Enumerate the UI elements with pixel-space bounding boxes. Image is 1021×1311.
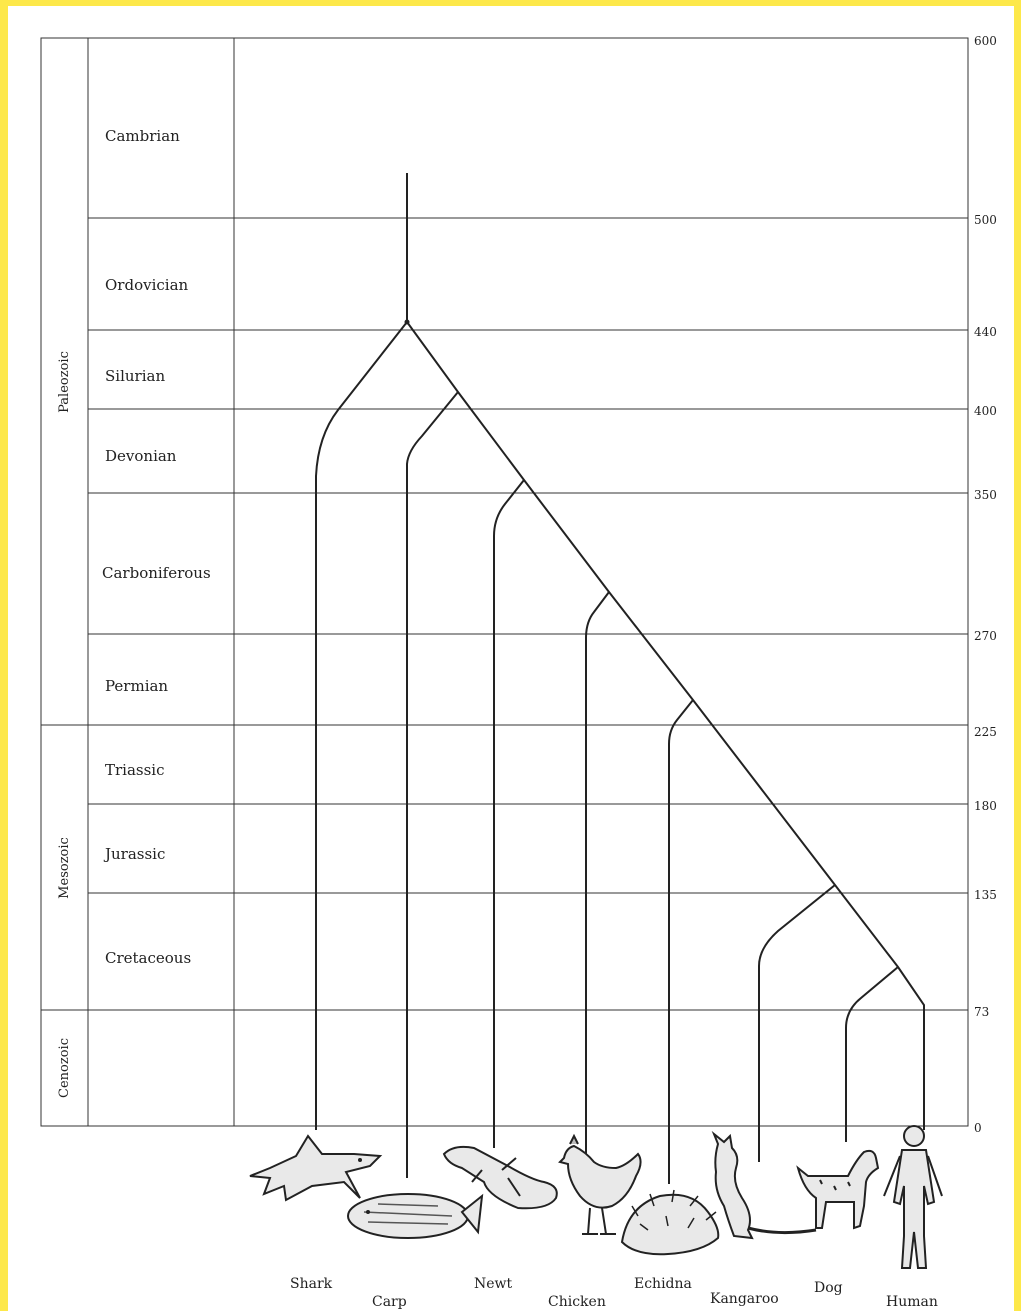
tick-label-135: 135 bbox=[974, 888, 997, 902]
species-label-chicken: Chicken bbox=[548, 1294, 606, 1310]
tick-label-500: 500 bbox=[974, 213, 997, 227]
species-label-echidna: Echidna bbox=[634, 1276, 692, 1292]
period-label-silurian: Silurian bbox=[105, 367, 165, 385]
species-label-carp: Carp bbox=[372, 1294, 407, 1310]
carp-icon bbox=[347, 1193, 484, 1239]
tick-label-270: 270 bbox=[974, 629, 997, 643]
period-label-permian: Permian bbox=[105, 677, 168, 695]
period-label-triassic: Triassic bbox=[105, 761, 165, 779]
species-label-newt: Newt bbox=[474, 1276, 513, 1292]
tick-label-0: 0 bbox=[974, 1121, 982, 1135]
period-label-carboniferous: Carboniferous bbox=[102, 564, 211, 582]
human-icon bbox=[883, 1125, 943, 1269]
dog-icon bbox=[796, 1149, 880, 1230]
chicken-lineage bbox=[585, 591, 610, 1154]
shark-carp-node bbox=[404, 319, 410, 325]
phylogenetic-tree bbox=[315, 173, 925, 1184]
newt-lineage bbox=[493, 479, 525, 1148]
echidna-lineage bbox=[668, 699, 694, 1184]
echidna-icon bbox=[620, 1189, 720, 1256]
frame bbox=[40, 37, 969, 1127]
phylogeny-diagram: Paleozoic Mesozoic Cenozoic Cambrian Ord… bbox=[40, 34, 997, 1310]
dog-lineage bbox=[845, 966, 899, 1142]
chicken-icon bbox=[558, 1133, 642, 1235]
phylogeny-figure: Paleozoic Mesozoic Cenozoic Cambrian Ord… bbox=[8, 6, 1014, 1311]
tick-label-180: 180 bbox=[974, 799, 997, 813]
kangaroo-lineage bbox=[758, 884, 836, 1162]
carp-lineage bbox=[406, 391, 459, 1178]
shark-lineage bbox=[315, 321, 408, 1130]
period-label-cretaceous: Cretaceous bbox=[105, 949, 191, 967]
period-label-devonian: Devonian bbox=[105, 447, 177, 465]
period-label-ordovician: Ordovician bbox=[105, 276, 189, 294]
tick-label-400: 400 bbox=[974, 404, 997, 418]
human-lineage bbox=[406, 321, 925, 1130]
tick-label-225: 225 bbox=[974, 725, 997, 739]
species-label-shark: Shark bbox=[290, 1276, 333, 1292]
tick-label-350: 350 bbox=[974, 488, 997, 502]
species-label-human: Human bbox=[886, 1294, 938, 1310]
kangaroo-icon bbox=[711, 1130, 817, 1240]
tick-label-73: 73 bbox=[974, 1005, 989, 1019]
period-label-cambrian: Cambrian bbox=[105, 127, 180, 145]
newt-icon bbox=[442, 1145, 558, 1210]
era-label-cenozoic: Cenozoic bbox=[57, 1038, 72, 1098]
species-label-dog: Dog bbox=[814, 1280, 843, 1296]
tick-label-600: 600 bbox=[974, 34, 997, 48]
era-label-mesozoic: Mesozoic bbox=[57, 837, 72, 899]
era-label-paleozoic: Paleozoic bbox=[57, 351, 72, 413]
period-label-jurassic: Jurassic bbox=[103, 845, 165, 863]
tick-label-440: 440 bbox=[974, 325, 997, 339]
shark-icon bbox=[249, 1134, 383, 1202]
species-label-kangaroo: Kangaroo bbox=[710, 1291, 779, 1307]
